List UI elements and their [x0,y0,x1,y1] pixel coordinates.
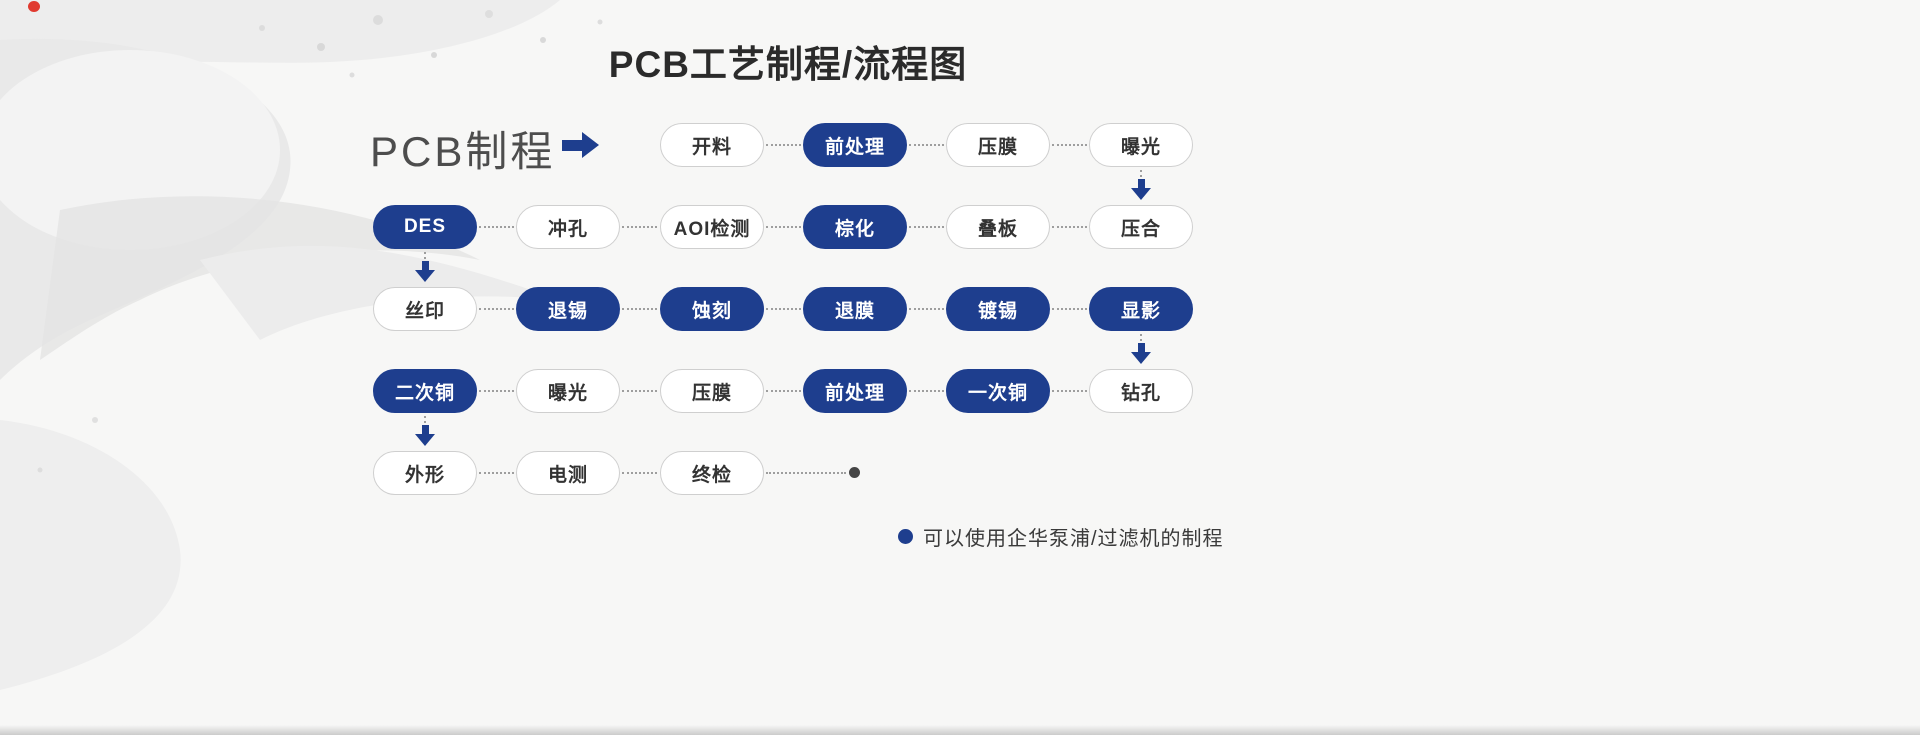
arrow-down-dots [424,416,426,423]
arrow-down-head [415,270,435,282]
arrow-down-icon [415,416,435,448]
arrow-down-icon [415,252,435,284]
flow-node-r4-5: 一次铜 [946,369,1050,413]
arrow-down-head [1131,352,1151,364]
flow-node-r3-4: 退膜 [803,287,907,331]
dotted-connector [622,390,657,392]
arrow-right-icon [562,132,599,158]
dotted-connector [1052,390,1087,392]
dotted-connector [909,226,944,228]
flow-node-r3-3: 蚀刻 [660,287,764,331]
dotted-connector [622,472,657,474]
dotted-connector [766,308,801,310]
flow-node-r1-2: 前处理 [803,123,907,167]
dotted-connector [766,226,801,228]
arrow-down-stem [421,425,429,434]
dotted-connector [766,390,801,392]
flow-node-r2-1: DES [373,205,477,249]
flow-node-r2-4: 棕化 [803,205,907,249]
bottom-edge-decoration [0,725,1920,735]
arrow-right-stem [562,139,582,151]
dotted-connector [622,226,657,228]
flow-node-r2-6: 压合 [1089,205,1193,249]
flow-end-dot-icon [849,467,860,478]
arrow-down-icon [1131,170,1151,202]
dotted-connector [766,144,801,146]
flow-node-r1-1: 开料 [660,123,764,167]
arrow-down-stem [1137,343,1145,352]
flow-node-r3-1: 丝印 [373,287,477,331]
flow-node-r3-2: 退锡 [516,287,620,331]
dotted-connector [909,390,944,392]
flow-node-r2-3: AOI检测 [660,205,764,249]
flow-node-r2-2: 冲孔 [516,205,620,249]
arrow-down-dots [1140,170,1142,177]
dotted-connector [479,226,514,228]
flow-node-r4-2: 曝光 [516,369,620,413]
dotted-connector [479,472,514,474]
dotted-connector [909,144,944,146]
dotted-connector [622,308,657,310]
flow-node-r2-5: 叠板 [946,205,1050,249]
dotted-connector [1052,226,1087,228]
flow-node-r1-3: 压膜 [946,123,1050,167]
dotted-connector [479,308,514,310]
legend-dot-icon [898,529,913,544]
page-title: PCB工艺制程/流程图 [608,44,968,85]
flow-node-r5-3: 终检 [660,451,764,495]
dotted-connector-tail [766,472,846,474]
arrow-right-head [582,132,599,158]
dotted-connector [1052,308,1087,310]
flow-node-r4-6: 钻孔 [1089,369,1193,413]
arrow-down-dots [424,252,426,259]
flow-node-r5-2: 电测 [516,451,620,495]
flow-node-r4-3: 压膜 [660,369,764,413]
legend: 可以使用企华泵浦/过滤机的制程 [898,522,1224,551]
flow-node-r1-4: 曝光 [1089,123,1193,167]
flow-node-r5-1: 外形 [373,451,477,495]
arrow-down-stem [421,261,429,270]
arrow-down-stem [1137,179,1145,188]
arrow-down-dots [1140,334,1142,341]
flow-node-r3-6: 显影 [1089,287,1193,331]
legend-text: 可以使用企华泵浦/过滤机的制程 [923,528,1224,550]
flow-label: PCB制程 [370,128,556,175]
dotted-connector [479,390,514,392]
flow-node-r3-5: 镀锡 [946,287,1050,331]
flow-node-r4-1: 二次铜 [373,369,477,413]
dotted-connector [1052,144,1087,146]
flow-node-r4-4: 前处理 [803,369,907,413]
arrow-down-head [415,434,435,446]
dotted-connector [909,308,944,310]
red-dot-decoration [28,1,40,12]
arrow-down-head [1131,188,1151,200]
arrow-down-icon [1131,334,1151,366]
